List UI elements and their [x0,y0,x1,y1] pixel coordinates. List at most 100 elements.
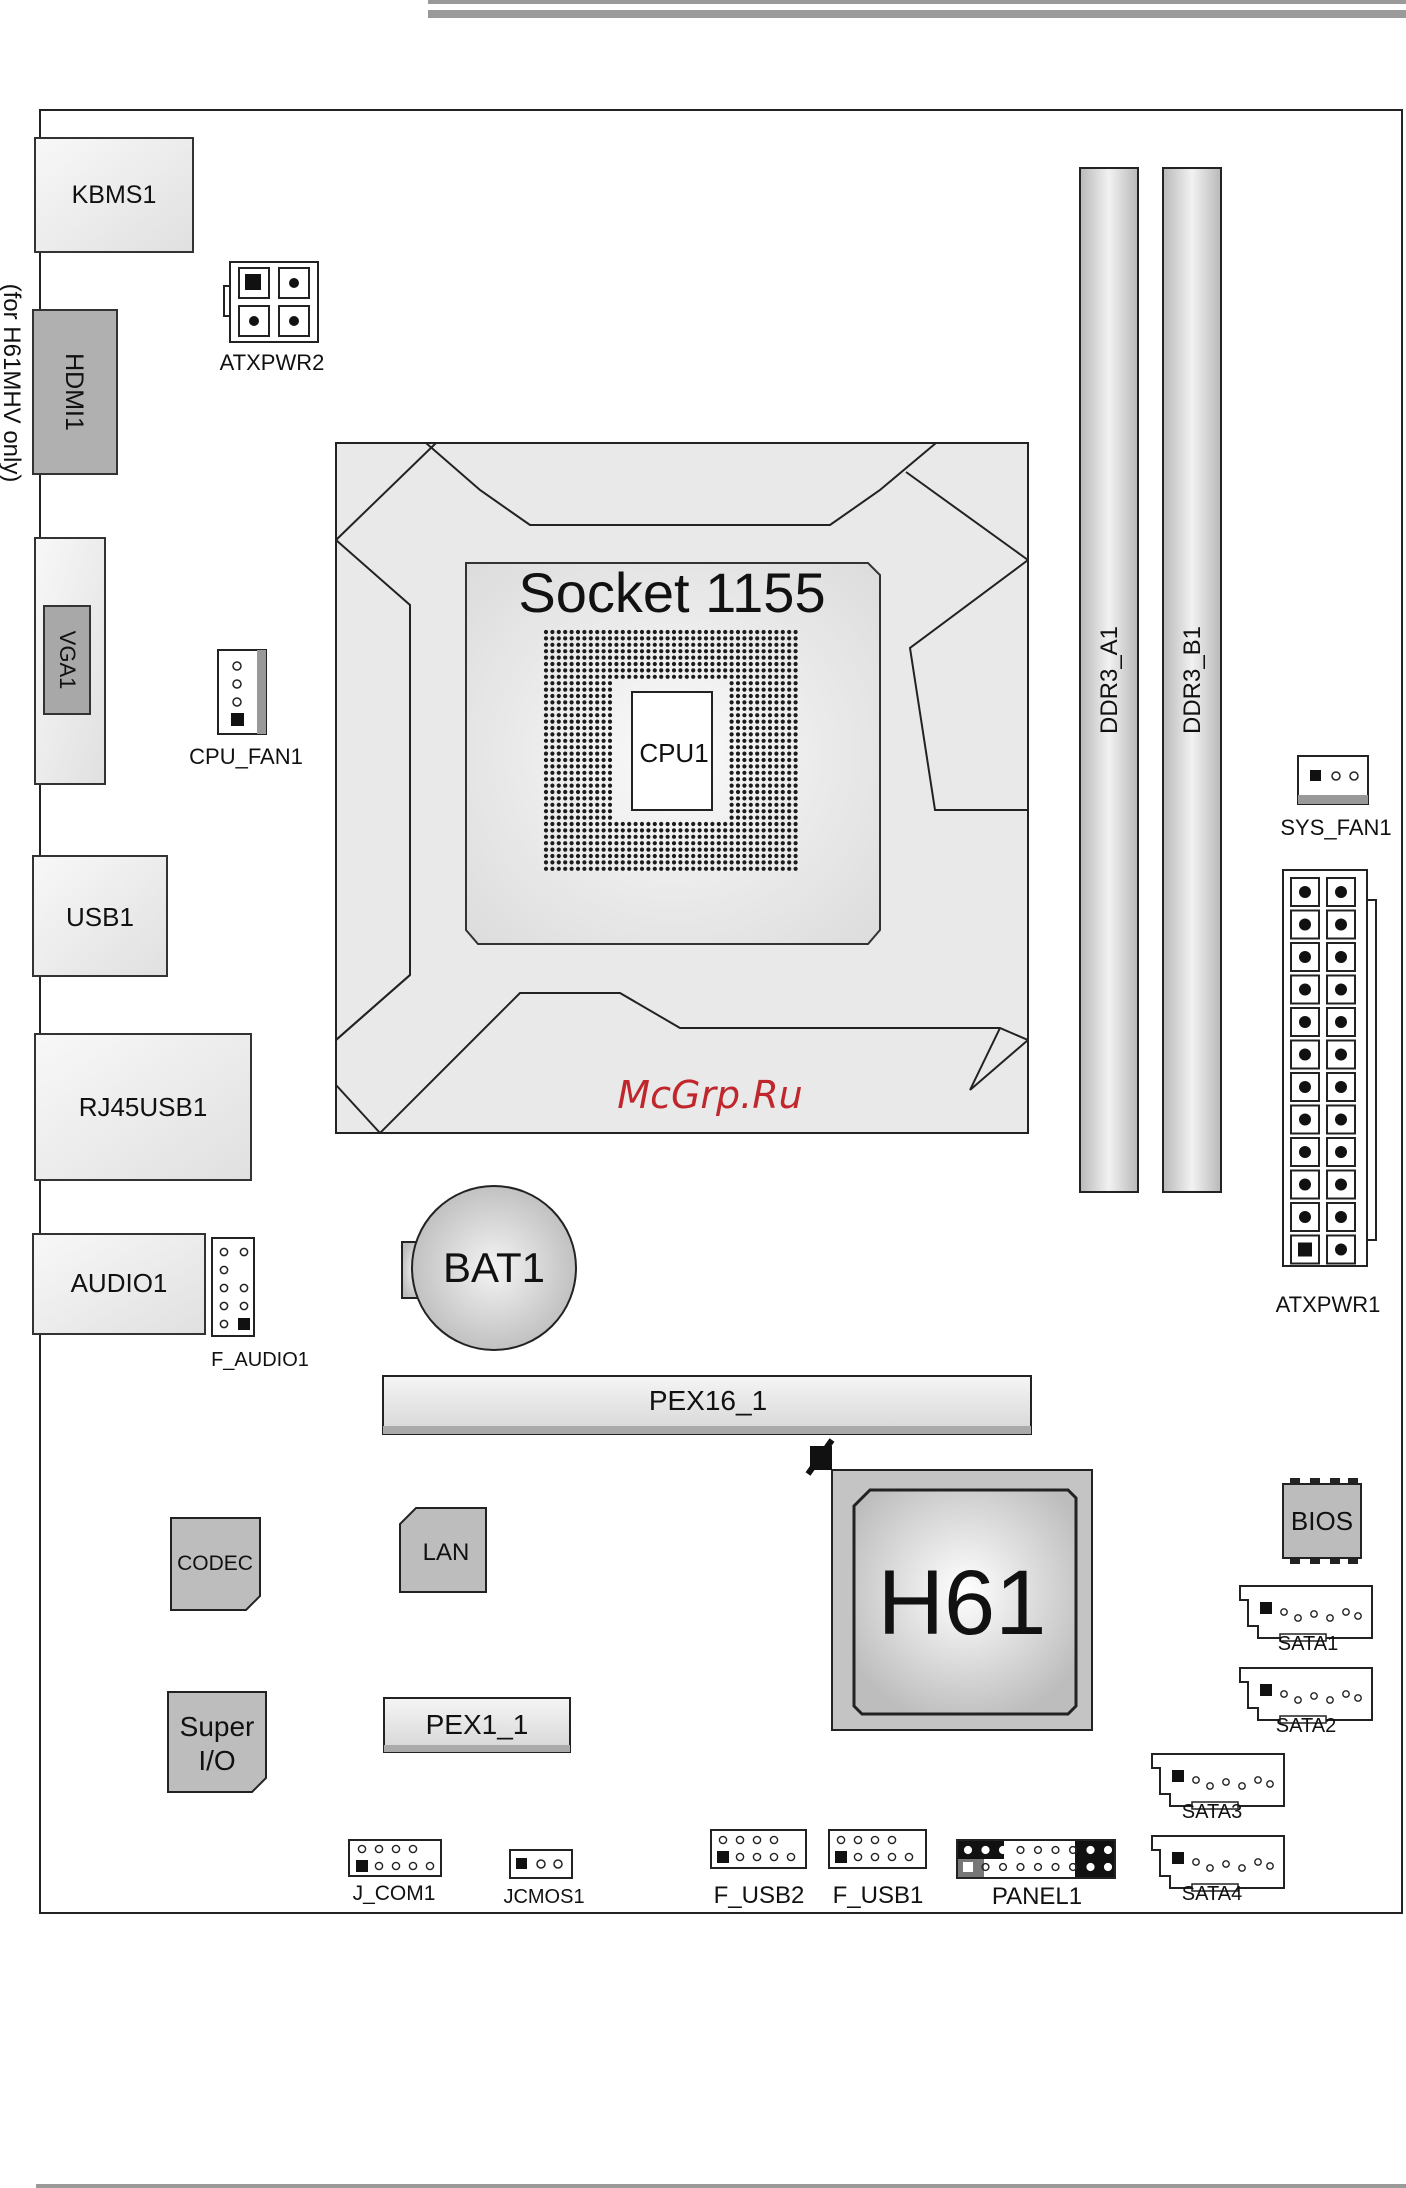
socket-pin [742,867,746,871]
socket-pin [602,777,606,781]
socket-pin [768,720,772,724]
socket-pin [710,656,714,660]
socket-pin [557,732,561,736]
f-usb2-label: F_USB2 [714,1882,805,1909]
socket-pin [557,688,561,692]
socket-pin [774,835,778,839]
socket-pin [762,835,766,839]
socket-pin [794,745,798,749]
socket-pin [544,688,548,692]
socket-pin [576,681,580,685]
socket-pin [563,700,567,704]
socket-pin [550,656,554,660]
socket-pin [762,860,766,864]
socket-pin [678,636,682,640]
socket-pin [595,739,599,743]
socket-pin [730,828,734,832]
socket-pin [608,841,612,845]
socket-pin [755,752,759,756]
socket-pin [736,752,740,756]
socket-pin [794,835,798,839]
socket-pin [762,694,766,698]
socket-pin [704,675,708,679]
socket-pin [589,688,593,692]
socket-pin [557,707,561,711]
socket-pin [640,630,644,634]
socket-pin [608,649,612,653]
socket-pin [550,636,554,640]
socket-pin [768,668,772,672]
socket-pin [730,809,734,813]
socket-pin [595,764,599,768]
socket-pin [749,739,753,743]
socket-pin [787,758,791,762]
socket-pin [544,835,548,839]
socket-pin [691,675,695,679]
socket-pin [698,668,702,672]
socket-pin [768,841,772,845]
socket-pin [602,732,606,736]
socket-pin [582,732,586,736]
socket-pin [557,713,561,717]
socket-pin [595,828,599,832]
socket-pin [723,854,727,858]
socket-pin [717,656,721,660]
socket-pin [621,860,625,864]
socket-pin [678,828,682,832]
socket-pin [646,662,650,666]
socket-pin [570,860,574,864]
socket-pin [634,848,638,852]
socket-pin [749,720,753,724]
socket-pin [666,822,670,826]
socket-pin [736,784,740,788]
socket-pin [550,796,554,800]
socket-pin [621,643,625,647]
socket-pin [762,796,766,800]
socket-pin [730,854,734,858]
socket-pin [672,860,676,864]
socket-pin [602,758,606,762]
socket-pin [768,745,772,749]
socket-pin [557,739,561,743]
panel-pin [1105,1864,1112,1871]
socket-pin [794,828,798,832]
socket-pin [781,803,785,807]
socket-pin [710,675,714,679]
socket-pin [659,643,663,647]
socket-pin [557,777,561,781]
socket-pin [608,835,612,839]
socket-pin [704,656,708,660]
socket-pin [781,809,785,813]
socket-pin [640,822,644,826]
socket-pin [781,860,785,864]
socket-pin [602,681,606,685]
usb1-label: USB1 [66,902,134,932]
socket-pin [589,841,593,845]
socket-pin [570,828,574,832]
pex16-label: PEX16_1 [649,1385,767,1416]
socket-pin [698,860,702,864]
socket-pin [787,745,791,749]
socket-pin [691,848,695,852]
socket-pin [787,816,791,820]
socket-pin [608,848,612,852]
socket-pin [557,752,561,756]
socket-pin [550,726,554,730]
socket-pin [595,681,599,685]
socket-pin [755,835,759,839]
socket-pin [755,790,759,794]
pex1-slot: PEX1_1 [384,1698,570,1752]
socket-pin [550,707,554,711]
socket-pin [563,732,567,736]
socket-pin [666,643,670,647]
socket-pin [608,681,612,685]
socket-pin [768,764,772,768]
socket-pin [582,860,586,864]
socket-pin [659,662,663,666]
socket-pin [666,630,670,634]
super-io-label-2: I/O [198,1745,235,1776]
socket-pin [730,649,734,653]
socket-pin [749,758,753,762]
footer-rule [36,2184,1406,2188]
socket-pin [730,796,734,800]
